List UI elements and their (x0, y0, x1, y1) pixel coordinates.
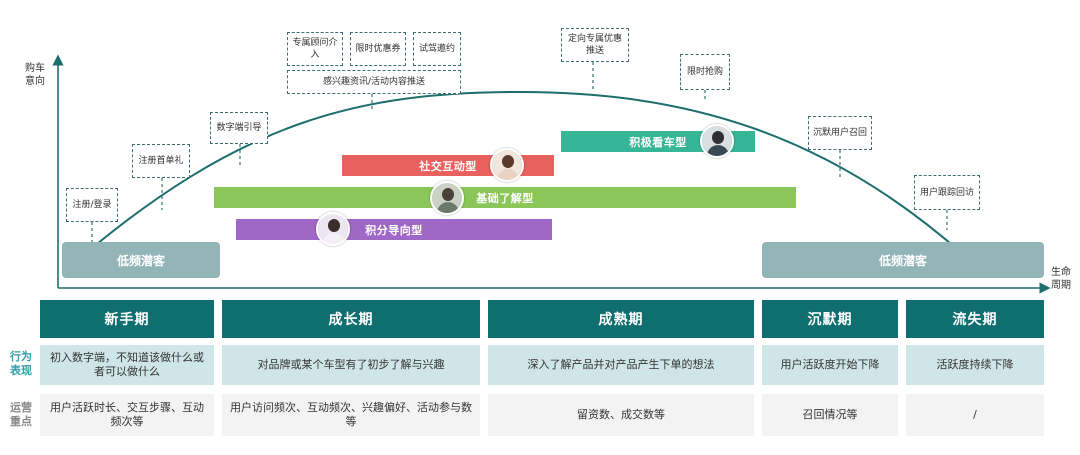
stage-mature: 成熟期 (488, 300, 754, 338)
touchpoint-flash-buy: 限时抢购 (680, 54, 730, 90)
touchpoint-connectors (91, 62, 948, 250)
avatar-body (707, 145, 729, 156)
avatar-active (700, 124, 734, 158)
avatar-body (323, 233, 345, 244)
avatar-social (490, 148, 524, 182)
stage-churn: 流失期 (906, 300, 1044, 338)
touchpoint-flash-buy-label: 限时抢购 (686, 67, 723, 77)
touchpoint-content-push-label: 感兴趣资讯/活动内容推送 (322, 77, 426, 87)
avatar-head (328, 219, 340, 232)
segment-points-label: 积分导向型 (365, 223, 423, 237)
avatar-head (502, 155, 514, 168)
stage-growth: 成长期 (222, 300, 480, 338)
touchpoint-register: 注册/登录 (66, 188, 118, 222)
touchpoint-consultant: 专属顾问介入 (287, 32, 343, 66)
behavior-mature: 深入了解产品并对产品产生下单的想法 (488, 345, 754, 385)
touchpoint-limited-coupon-label: 限时优惠券 (355, 44, 401, 54)
segment-social-label: 社交互动型 (419, 159, 477, 173)
avatar-basic (430, 181, 464, 215)
focus-novice: 用户活跃时长、交互步骤、互动频次等 (40, 394, 214, 436)
focus-mature: 留资数、成交数等 (488, 394, 754, 436)
touchpoint-targeted-offer: 定向专属优惠推送 (561, 28, 629, 62)
behavior-growth: 对品牌或某个车型有了初步了解与兴趣 (222, 345, 480, 385)
touchpoint-follow-up-label: 用户跟踪回访 (919, 187, 974, 198)
avatar-head (712, 131, 724, 144)
focus-silent: 召回情况等 (762, 394, 898, 436)
touchpoint-first-order-gift-label: 注册首单礼 (138, 156, 184, 166)
touchpoint-follow-up: 用户跟踪回访 (914, 175, 980, 210)
y-axis-label: 购车意向 (25, 63, 45, 87)
touchpoint-targeted-offer-label: 定向专属优惠推送 (567, 34, 622, 56)
touchpoint-consultant-label: 专属顾问介入 (292, 38, 338, 60)
stage-silent: 沉默期 (762, 300, 898, 338)
behavior-churn: 活跃度持续下降 (906, 345, 1044, 385)
stage-novice: 新手期 (40, 300, 214, 338)
touchpoint-digital-guide-label: 数字端引导 (216, 123, 262, 133)
lifecycle-curve (71, 90, 979, 269)
behavior-silent: 用户活跃度开始下降 (762, 345, 898, 385)
touchpoint-test-drive: 试驾邀约 (413, 32, 461, 66)
low-frequency-segment-right: 低频潜客 (762, 242, 1044, 278)
avatar-body (497, 169, 519, 180)
x-axis-label: 生命周期 (1051, 267, 1071, 291)
touchpoint-register-label: 注册/登录 (72, 200, 112, 210)
focus-churn: / (906, 394, 1044, 436)
touchpoint-recall: 沉默用户召回 (808, 116, 872, 150)
segment-points: 积分导向型 (236, 219, 552, 240)
avatar-points (316, 212, 350, 246)
segment-basic: 基础了解型 (214, 187, 796, 208)
touchpoint-test-drive-label: 试驾邀约 (418, 44, 455, 54)
row-label-focus: 运营重点 (10, 401, 32, 428)
focus-growth: 用户访问频次、互动频次、兴趣偏好、活动参与数等 (222, 394, 480, 436)
avatar-head (442, 188, 454, 201)
touchpoint-content-push: 感兴趣资讯/活动内容推送 (287, 70, 461, 94)
touchpoint-digital-guide: 数字端引导 (210, 112, 268, 144)
row-label-behavior: 行为表现 (10, 350, 32, 377)
touchpoint-recall-label: 沉默用户召回 (812, 128, 867, 138)
touchpoint-limited-coupon: 限时优惠券 (350, 32, 406, 66)
touchpoint-first-order-gift: 注册首单礼 (132, 144, 190, 178)
behavior-novice: 初入数字端，不知道该做什么或者可以做什么 (40, 345, 214, 385)
segment-active-car-label: 积极看车型 (629, 135, 687, 149)
low-frequency-segment-left: 低频潜客 (62, 242, 220, 278)
avatar-body (437, 202, 459, 213)
segment-basic-label: 基础了解型 (476, 191, 534, 205)
lifecycle-curve-chart (52, 54, 1051, 294)
